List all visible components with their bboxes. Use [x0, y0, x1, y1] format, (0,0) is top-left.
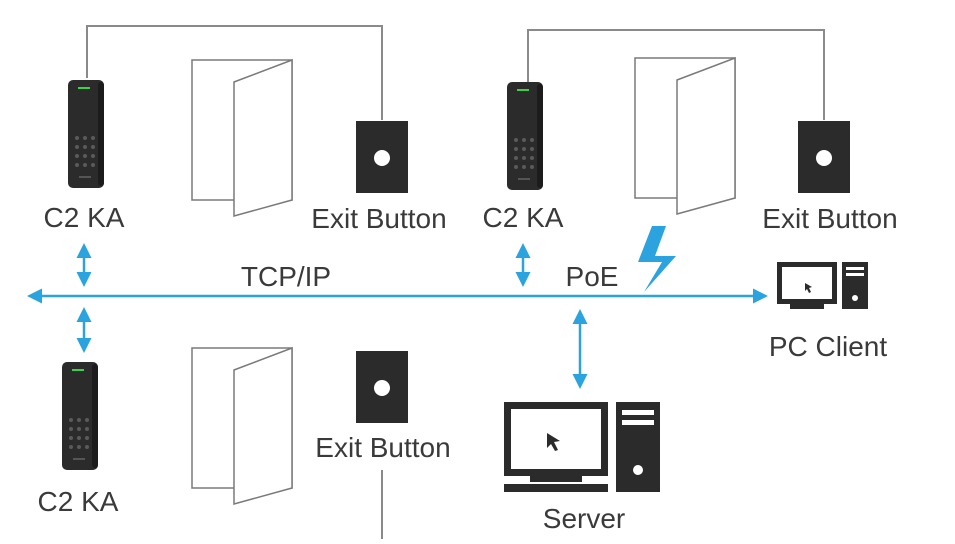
card-reader-icon: [507, 82, 543, 190]
wires: [86, 25, 825, 539]
door-icon: [634, 56, 736, 215]
wire-top-right: [527, 29, 825, 120]
monitor-icon: [777, 262, 837, 309]
card-reader-icon: [68, 80, 104, 188]
reader-label-top-left: C2 KA: [44, 202, 125, 233]
pc-client-icon: [777, 262, 868, 309]
door-icon: [191, 58, 293, 217]
exit-button-icon: [356, 121, 408, 193]
exit-button-icon: [798, 121, 850, 193]
tower-icon: [842, 262, 868, 309]
card-reader-icon: [62, 362, 98, 470]
poe-label: PoE: [566, 261, 619, 292]
server-icon: [504, 402, 660, 492]
exit-button-icon: [356, 351, 408, 423]
lightning-icon: [638, 226, 676, 292]
reader-label-top-right: C2 KA: [483, 202, 564, 233]
wire-top-left: [86, 25, 383, 120]
door-icon: [191, 346, 293, 505]
reader-label-bottom: C2 KA: [38, 486, 119, 517]
exit-label-top-right: Exit Button: [762, 203, 897, 234]
protocol-label: TCP/IP: [241, 261, 331, 292]
tower-icon: [616, 402, 660, 492]
pc-client-label: PC Client: [769, 331, 887, 362]
exit-label-bottom: Exit Button: [315, 432, 450, 463]
exit-label-top-left: Exit Button: [311, 203, 446, 234]
monitor-icon: [504, 402, 608, 492]
server-label: Server: [543, 503, 625, 534]
